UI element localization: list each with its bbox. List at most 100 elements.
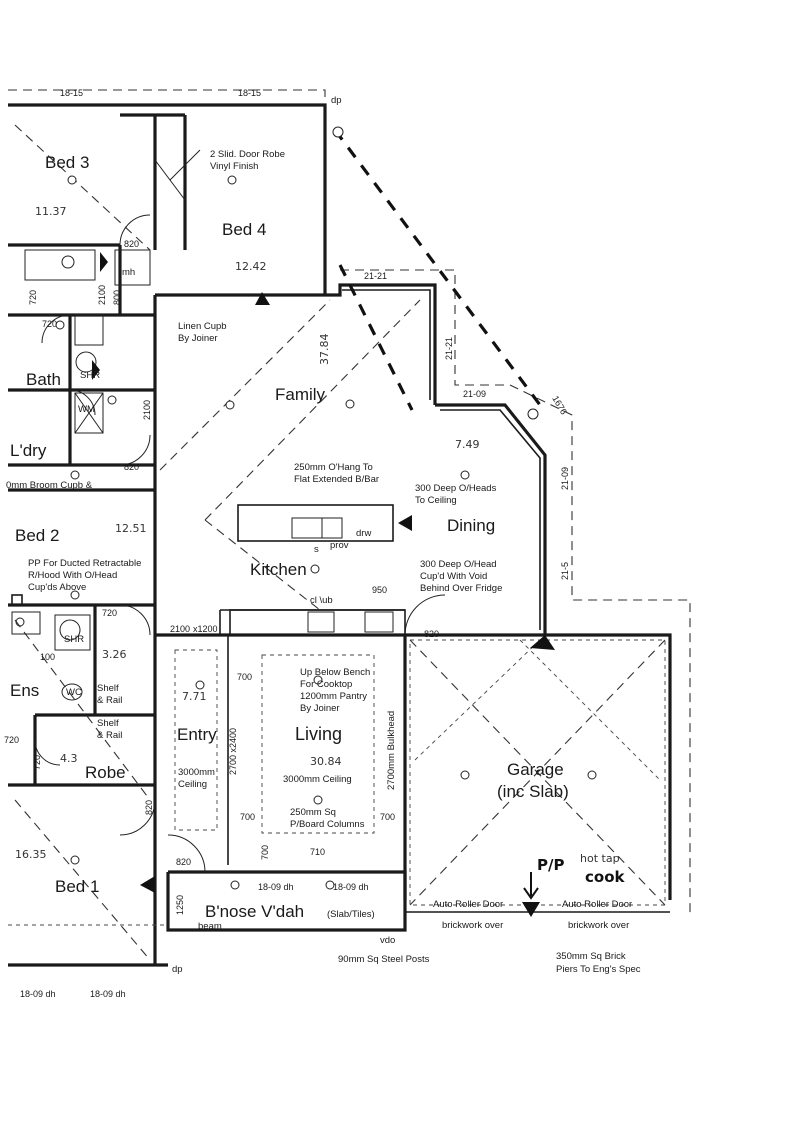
dim-2121-b: 21-21: [444, 337, 454, 360]
dim-1815-b: 18-15: [238, 88, 261, 98]
hand-robe-size: 4.3: [60, 752, 78, 765]
dim-1809-d: 18-09 dh: [90, 989, 126, 999]
note-columns-1: 250mm Sq: [290, 807, 336, 818]
room-labels: Bed 3 Bed 4 Bath L'dry Family Bed 2 Kitc…: [10, 153, 569, 921]
hand-bed3-size: 11.37: [35, 205, 67, 218]
label-shower-bath: SHR: [80, 370, 100, 381]
room-garage: Garage: [507, 760, 564, 779]
note-shelf-rail-1b: & Rail: [97, 695, 122, 706]
dim-1676: 1676: [550, 394, 569, 416]
room-bed3: Bed 3: [45, 153, 89, 172]
label-washing-machine: WM: [78, 404, 95, 415]
dim-720-b: 720: [42, 319, 57, 329]
dim-820-b: 820: [124, 462, 139, 472]
room-ensuite: Ens: [10, 681, 39, 700]
note-fridge-3: Behind Over Fridge: [420, 583, 502, 594]
dim-720-d: 720: [4, 735, 19, 745]
label-vdo: vdo: [380, 935, 395, 946]
note-fridge-2: Cup'd With Void: [420, 571, 487, 582]
dim-700-a: 700: [237, 672, 252, 682]
hand-ens-size: 3.26: [102, 648, 127, 661]
dim-100-a: 100: [40, 652, 55, 662]
dim-820-c: 820: [424, 629, 439, 639]
label-drawers: drw: [356, 528, 371, 539]
room-living: Living: [295, 724, 342, 744]
label-wc: WC: [66, 687, 82, 698]
room-garage-sub: (inc Slab): [497, 782, 569, 801]
note-pantry-1: 1200mm Pantry: [300, 691, 367, 702]
label-shower-ens: SHR: [64, 634, 84, 645]
room-family: Family: [275, 385, 326, 404]
hand-bed1-size: 16.35: [15, 848, 47, 861]
hand-bed2-size: 12.51: [115, 522, 147, 535]
dim-1809-b: 18-09 dh: [333, 882, 369, 892]
note-shelf-rail-1: Shelf: [97, 683, 119, 694]
dim-700-d: 700: [260, 845, 270, 860]
room-entry: Entry: [177, 725, 217, 744]
note-roller-1: Auto Roller Door: [433, 899, 503, 910]
dim-x1200: x1200: [193, 624, 218, 634]
dim-21-5: 21-5: [560, 562, 570, 580]
dim-820-e: 820: [176, 857, 191, 867]
room-bed2: Bed 2: [15, 526, 59, 545]
note-ohang-1: 250mm O'Hang To: [294, 462, 373, 473]
hand-pp-note: P/P: [537, 856, 564, 874]
direction-markers: [92, 252, 555, 917]
dim-700-c: 700: [380, 812, 395, 822]
dim-1809-c: 18-09 dh: [20, 989, 56, 999]
note-roller-2: Auto Roller Door: [562, 899, 632, 910]
note-broom: 0mm Broom Cupb &: [6, 480, 93, 491]
note-linen-2: By Joiner: [178, 333, 218, 344]
dim-1809-a: 18-09 dh: [258, 882, 294, 892]
hand-cook-note: cook: [585, 868, 626, 886]
room-verandah: B'nose V'dah: [205, 902, 304, 921]
dim-2121-a: 21-21: [364, 271, 387, 281]
room-robe: Robe: [85, 763, 126, 782]
note-shelf-rail-2: Shelf: [97, 718, 119, 729]
note-piers-1: 350mm Sq Brick: [556, 951, 626, 962]
dim-2100-b: 2100: [142, 400, 152, 420]
note-living-ceiling: 3000mm Ceiling: [283, 774, 352, 785]
note-pantry-2: By Joiner: [300, 703, 340, 714]
room-bath: Bath: [26, 370, 61, 389]
note-pp-2: R/Hood With O/Head: [28, 570, 117, 581]
note-heads-1: 300 Deep O/Heads: [415, 483, 497, 494]
label-beam: beam: [198, 921, 222, 932]
label-sink: s: [314, 544, 319, 555]
room-verandah-sub: (Slab/Tiles): [327, 909, 375, 920]
note-entry-ceiling-1: 3000mm: [178, 767, 215, 778]
note-heads-2: To Ceiling: [415, 495, 457, 506]
dim-1250: 1250: [175, 895, 185, 915]
note-shelf-rail-2b: & Rail: [97, 730, 122, 741]
dim-800: 800: [112, 290, 122, 305]
dim-820-d: 820: [144, 800, 154, 815]
dim-2100-a: 2100: [97, 285, 107, 305]
note-pp-3: Cup'ds Above: [28, 582, 86, 593]
room-laundry: L'dry: [10, 441, 47, 460]
hand-family-size: 37.84: [318, 334, 331, 366]
note-steel-posts: 90mm Sq Steel Posts: [338, 954, 430, 965]
note-robe-door-2: Vinyl Finish: [210, 161, 258, 172]
exterior-walls: [8, 103, 672, 967]
label-provision: prov: [330, 540, 349, 551]
dashed-lines: [8, 89, 691, 961]
dim-720-c: 720: [102, 608, 117, 618]
dimension-labels: 18-15 18-15 21-21 21-21 21-09 21-09 21-5…: [4, 88, 570, 999]
note-linen-1: Linen Cupb: [178, 321, 227, 332]
dim-700-b: 700: [240, 812, 255, 822]
note-entry-ceiling-2: Ceiling: [178, 779, 207, 790]
dim-950: 950: [372, 585, 387, 595]
note-pp-1: PP For Ducted Retractable: [28, 558, 141, 569]
dim-1815-a: 18-15: [60, 88, 83, 98]
dim-2109-a: 21-09: [463, 389, 486, 399]
label-downpipe-2: dp: [172, 964, 183, 975]
fixtures: [11, 249, 151, 701]
note-bulkhead: 2700mm Bulkhead: [386, 711, 397, 790]
dim-2700-2400: 2700 x2400: [228, 728, 238, 775]
label-downpipe-1: dp: [331, 95, 342, 106]
note-cooktop-1: Up Below Bench: [300, 667, 370, 678]
note-brickwork-2: brickwork over: [568, 920, 629, 931]
room-bed4: Bed 4: [222, 220, 266, 239]
door-swings: [34, 149, 446, 873]
